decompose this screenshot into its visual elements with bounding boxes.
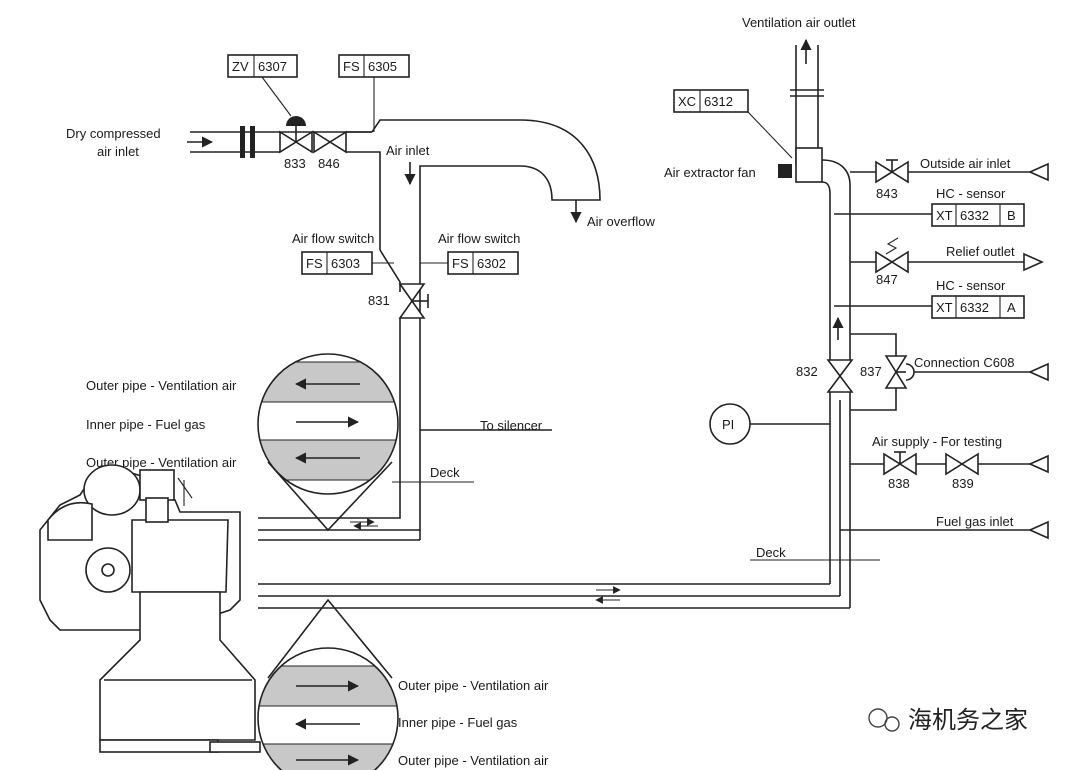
svg-text:6312: 6312 [704,94,733,109]
svg-text:海机务之家: 海机务之家 [908,706,1028,734]
svg-text:FS: FS [306,256,323,271]
valve-832[interactable]: 832 [796,359,854,393]
svg-text:FS: FS [452,256,469,271]
deck-upper: Deck [350,465,474,530]
valve-831[interactable]: 831 [368,283,429,319]
air-inlet-pipework: Air inlet Air overflow [258,119,656,541]
air-flow-switch-right: Air flow switch FS 6302 [420,231,520,275]
valve-833-label: 833 [284,156,306,171]
watermark: 海机务之家 [868,706,1028,734]
to-silencer: To silencer [420,418,552,433]
svg-text:838: 838 [888,476,910,491]
svg-text:HC - sensor: HC - sensor [936,278,1006,293]
deck-lower: Deck [750,545,880,561]
hc-sensor-a: HC - sensor XT 6332 A [834,278,1025,319]
svg-text:B: B [1007,208,1016,223]
tag-zv-6307: ZV 6307 [227,54,298,117]
svg-text:831: 831 [368,293,390,308]
svg-text:FS: FS [343,59,360,74]
fuel-gas-inlet-branch: Fuel gas inlet [840,514,1049,540]
actuator-icon [286,116,306,126]
svg-text:HC - sensor: HC - sensor [936,186,1006,201]
svg-text:Inner pipe - Fuel gas: Inner pipe - Fuel gas [398,715,518,730]
svg-text:Deck: Deck [430,465,460,480]
air-extractor-fan: Air extractor fan [664,164,792,180]
svg-text:XT: XT [936,300,953,315]
ventilation-outlet: Ventilation air outlet [742,15,856,183]
engine-illustration [39,464,261,753]
svg-text:847: 847 [876,272,898,287]
tag-leader [261,76,292,117]
dry-air-inlet-group: Dry compressed air inlet [66,126,372,159]
valve-846[interactable]: 846 [313,130,347,171]
svg-text:6303: 6303 [331,256,360,271]
svg-text:Outer pipe - Ventilation air: Outer pipe - Ventilation air [398,753,549,768]
dry-air-label-1: Dry compressed [66,126,161,141]
flange-2 [250,126,255,158]
relief-outlet-branch: 847 Relief outlet [850,237,1044,287]
svg-text:837: 837 [860,364,882,379]
svg-text:6302: 6302 [477,256,506,271]
svg-text:839: 839 [952,476,974,491]
svg-text:To silencer: To silencer [480,418,543,433]
fan-icon [778,164,792,178]
svg-text:Connection C608: Connection C608 [914,355,1014,370]
connection-c608-branch: 837 Connection C608 [850,333,1049,411]
svg-text:Ventilation air outlet: Ventilation air outlet [742,15,856,30]
valve-846-body [313,130,347,154]
svg-text:6307: 6307 [258,59,287,74]
svg-text:Outer pipe - Ventilation air: Outer pipe - Ventilation air [86,455,237,470]
svg-text:Outer pipe - Ventilation air: Outer pipe - Ventilation air [398,678,549,693]
svg-text:6332: 6332 [960,208,989,223]
air-inlet-label: Air inlet [386,143,430,158]
svg-text:6305: 6305 [368,59,397,74]
svg-text:PI: PI [722,417,734,432]
gas-double-pipe-lower [258,583,850,609]
pressure-indicator: PI [709,403,830,445]
svg-text:A: A [1007,300,1016,315]
wechat-icon [868,708,888,728]
xc-6312-tag: XC 6312 [673,89,793,159]
svg-text:Outer pipe - Ventilation air: Outer pipe - Ventilation air [86,378,237,393]
valve-833[interactable]: 833 [279,116,313,171]
hc-sensor-b: HC - sensor XT 6332 B [834,186,1025,227]
svg-text:Relief outlet: Relief outlet [946,244,1015,259]
svg-text:Outside air inlet: Outside air inlet [920,156,1011,171]
svg-text:Air extractor fan: Air extractor fan [664,165,756,180]
svg-text:ZV: ZV [232,59,249,74]
svg-text:Fuel gas inlet: Fuel gas inlet [936,514,1014,529]
svg-text:Air flow switch: Air flow switch [438,231,520,246]
svg-text:Air flow switch: Air flow switch [292,231,374,246]
outside-air-branch: 843 Outside air inlet [850,156,1049,201]
air-overflow-label: Air overflow [587,214,656,229]
svg-text:Air supply - For testing: Air supply - For testing [872,434,1002,449]
air-supply-branch: Air supply - For testing 838 839 [850,434,1049,491]
flange-1 [240,126,245,158]
svg-text:XC: XC [678,94,696,109]
svg-text:Deck: Deck [756,545,786,560]
svg-text:843: 843 [876,186,898,201]
svg-text:Inner pipe - Fuel gas: Inner pipe - Fuel gas [86,417,206,432]
right-vertical-pipe [821,159,851,596]
air-flow-switch-left: Air flow switch FS 6303 [292,231,394,275]
svg-text:6332: 6332 [960,300,989,315]
svg-text:XT: XT [936,208,953,223]
valve-846-label: 846 [318,156,340,171]
svg-text:832: 832 [796,364,818,379]
dry-air-label-2: air inlet [97,144,139,159]
pipe-detail-lower: Outer pipe - Ventilation air Inner pipe … [257,598,549,770]
pipe-elbow-lower-right [849,592,851,608]
tag-fs-6305: FS 6305 [338,54,410,132]
